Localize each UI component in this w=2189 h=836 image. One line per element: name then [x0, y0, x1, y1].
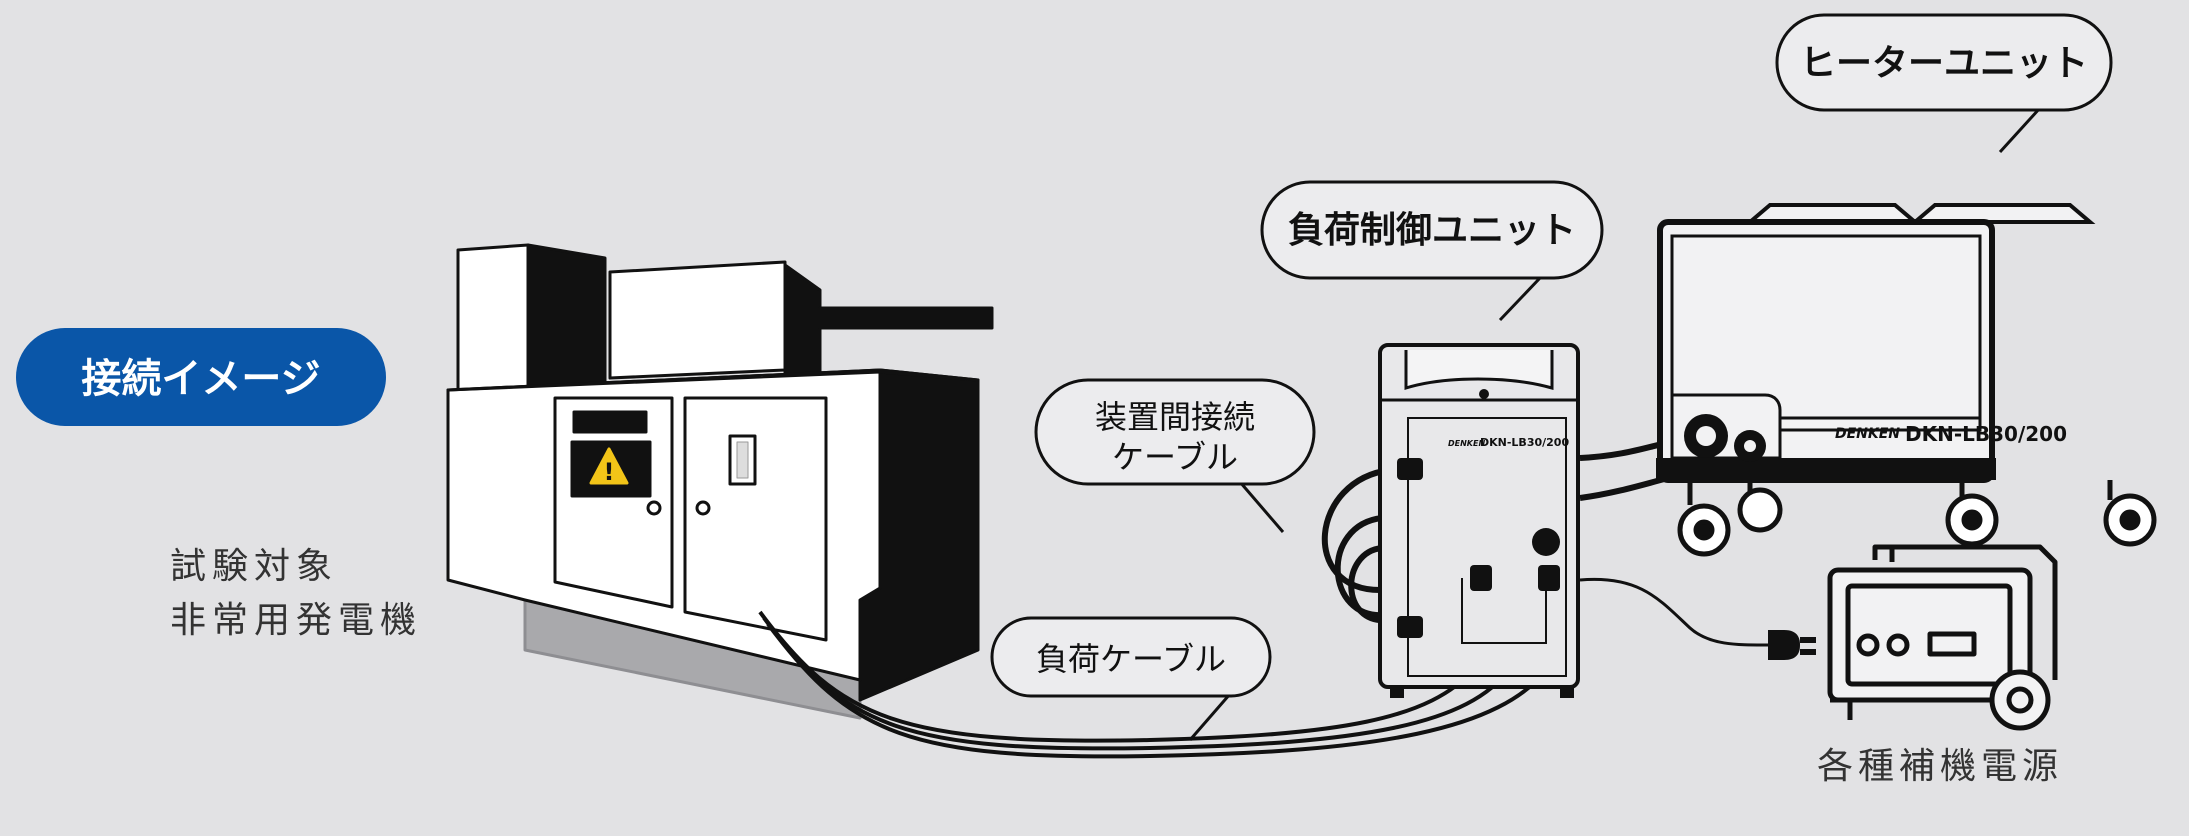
heater-unit-model: DKN-LB30/200	[1905, 422, 2067, 446]
callout-load-cable-label: 負荷ケーブル	[1036, 640, 1226, 678]
load-control-unit: DENKEN DKN-LB30/200	[1321, 343, 1580, 698]
callout-load-control-unit: 負荷制御ユニット	[1260, 180, 1604, 322]
generator-caption-line2: 非常用発電機	[170, 600, 422, 641]
plug-icon	[1768, 630, 1816, 660]
callout-load-control-unit-label: 負荷制御ユニット	[1288, 210, 1576, 251]
heater-unit: DENKEN DKN-LB30/200	[1656, 203, 2157, 557]
callout-heater-unit-label: ヒーターユニット	[1800, 43, 2088, 84]
emergency-generator: !	[446, 243, 994, 720]
callout-interconnect-cable-line1: 装置間接続	[1095, 398, 1255, 436]
callout-load-cable: 負荷ケーブル	[990, 616, 1272, 741]
warning-icon	[589, 447, 629, 485]
generator-icon	[1827, 544, 2058, 731]
callout-heater-unit: ヒーターユニット	[1775, 13, 2113, 154]
aux-power-label: 各種補機電源	[1817, 746, 2063, 787]
callout-interconnect-cable-line2: ケーブル	[1112, 438, 1238, 476]
warning-symbol: !	[604, 458, 615, 486]
generator-caption-line1: 試験対象	[170, 546, 338, 587]
connection-image-badge: 接続イメージ	[16, 328, 386, 426]
callout-interconnect-cable: 装置間接続 ケーブル	[1034, 378, 1316, 533]
heater-unit-brand: DENKEN	[1835, 426, 1900, 442]
control-unit-brand: DENKEN	[1448, 439, 1485, 448]
badge-label: 接続イメージ	[81, 356, 320, 402]
load-cable	[758, 610, 1550, 759]
control-unit-model: DKN-LB30/200	[1480, 436, 1569, 449]
